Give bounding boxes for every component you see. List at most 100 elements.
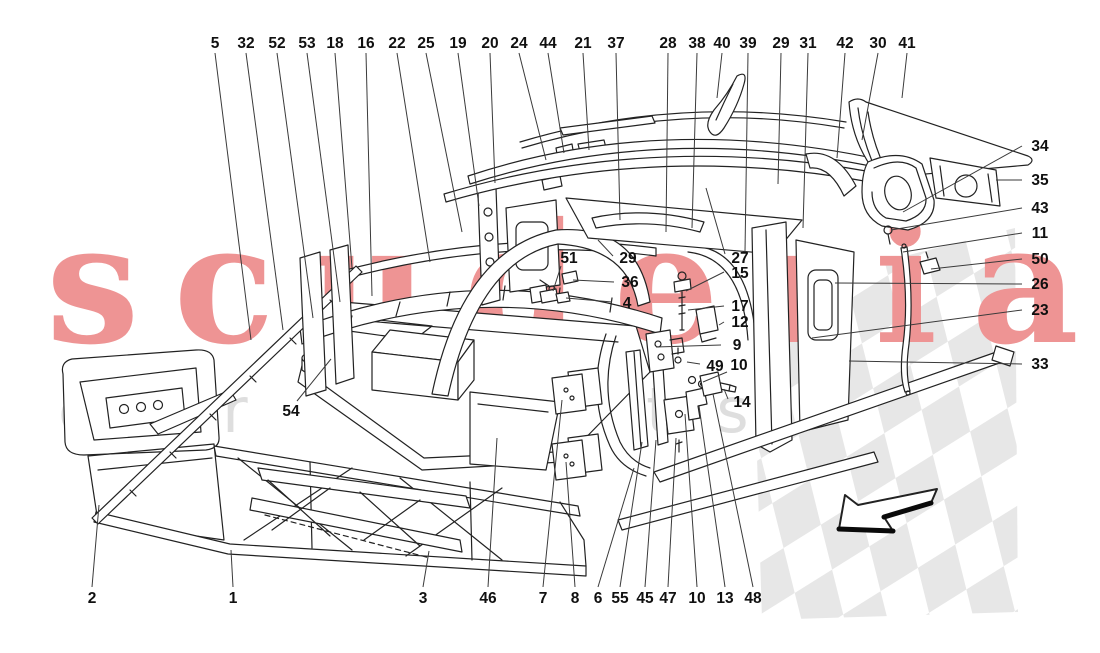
- part-number-20: 20: [481, 35, 498, 52]
- part-number-36: 36: [621, 274, 639, 291]
- part-number-17: 17: [731, 298, 748, 315]
- small-parts-cluster: [539, 270, 737, 481]
- leader-line-1: [230, 549, 234, 588]
- leader-line-13: [698, 405, 726, 588]
- corner-bracket-detail: [715, 83, 734, 121]
- part-number-42: 42: [836, 35, 853, 52]
- part-number-4: 4: [623, 295, 632, 312]
- leader-line-46: [487, 437, 498, 588]
- corner-bracket: [707, 73, 746, 136]
- leader-line-27: [705, 187, 726, 255]
- part-number-46: 46: [479, 590, 497, 607]
- leader-line-20: [489, 52, 496, 184]
- part-number-48: 48: [744, 590, 762, 607]
- leader-line-14: [723, 388, 729, 400]
- leader-line-25: [425, 52, 463, 233]
- part-number-7: 7: [539, 590, 548, 607]
- part-number-15: 15: [731, 265, 749, 282]
- part-number-51: 51: [560, 250, 578, 267]
- leader-line-12: [718, 321, 725, 326]
- cowl-beam: [91, 241, 663, 525]
- part-number-13: 13: [716, 590, 734, 607]
- leader-line-50: [930, 258, 1023, 270]
- part-number-47: 47: [659, 590, 676, 607]
- leader-line-9: [655, 344, 722, 348]
- part-number-49: 49: [706, 358, 724, 375]
- leader-line-44: [547, 52, 565, 154]
- leader-line-28: [665, 52, 669, 233]
- part-number-18: 18: [326, 35, 344, 52]
- leader-line-26: [834, 282, 1023, 285]
- leader-line-49: [686, 361, 701, 365]
- part-number-10: 10: [730, 357, 747, 374]
- part-number-3: 3: [419, 590, 428, 607]
- leader-line-38: [691, 52, 698, 229]
- part-number-25: 25: [417, 35, 435, 52]
- part-number-22: 22: [388, 35, 405, 52]
- leader-line-10: [684, 413, 698, 588]
- leader-line-31: [802, 52, 809, 229]
- part-number-24: 24: [510, 35, 528, 52]
- part-number-8: 8: [571, 590, 580, 607]
- part-number-34: 34: [1031, 138, 1049, 155]
- leader-line-21: [582, 52, 590, 151]
- leader-line-17: [687, 305, 725, 311]
- leader-line-47: [667, 437, 677, 588]
- part-number-10: 10: [688, 590, 705, 607]
- leader-line-3: [422, 550, 430, 588]
- part-number-9: 9: [733, 337, 742, 354]
- leader-line-15: [685, 271, 725, 292]
- part-number-37: 37: [607, 35, 624, 52]
- part-number-50: 50: [1031, 251, 1048, 268]
- part-number-54: 54: [282, 403, 300, 420]
- leader-line-45: [644, 439, 657, 588]
- part-number-40: 40: [713, 35, 730, 52]
- leader-line-5: [214, 52, 252, 341]
- part-number-21: 21: [574, 35, 592, 52]
- part-number-32: 32: [237, 35, 254, 52]
- leader-line-52: [276, 52, 314, 319]
- leader-line-34: [902, 145, 1023, 213]
- part-number-38: 38: [688, 35, 706, 52]
- leader-line-30: [861, 52, 879, 141]
- front-subframe: [61, 349, 237, 541]
- part-number-26: 26: [1031, 276, 1049, 293]
- part-number-39: 39: [739, 35, 757, 52]
- part-number-52: 52: [268, 35, 285, 52]
- leader-line-41: [901, 52, 908, 99]
- chassis-lattice: [93, 445, 587, 577]
- part-number-16: 16: [357, 35, 375, 52]
- direction-arrow-icon: [836, 488, 938, 534]
- leader-line-29: [777, 52, 782, 185]
- leader-line-29: [597, 239, 614, 257]
- leader-line-10: [702, 371, 728, 383]
- part-number-41: 41: [898, 35, 916, 52]
- leader-line-11: [902, 232, 1023, 253]
- leader-line-2: [91, 504, 100, 588]
- part-number-1: 1: [229, 590, 238, 607]
- part-number-53: 53: [298, 35, 316, 52]
- leader-line-51: [552, 265, 562, 292]
- leader-line-24: [518, 52, 547, 161]
- leader-line-39: [744, 52, 749, 253]
- part-number-11: 11: [1032, 225, 1049, 242]
- sill-rails: [617, 345, 1015, 531]
- leader-line-53: [306, 52, 341, 303]
- part-number-29: 29: [772, 35, 790, 52]
- part-number-2: 2: [88, 590, 97, 607]
- part-number-43: 43: [1031, 200, 1049, 217]
- leader-line-48: [712, 393, 754, 588]
- part-number-35: 35: [1031, 172, 1049, 189]
- leader-line-19: [457, 52, 480, 207]
- body-parts-line-art: [61, 73, 1033, 577]
- part-number-5: 5: [211, 35, 220, 52]
- leader-line-55: [619, 441, 643, 588]
- leader-line-16: [365, 52, 373, 297]
- part-number-44: 44: [539, 35, 557, 52]
- part-number-29: 29: [619, 250, 637, 267]
- part-number-14: 14: [733, 394, 751, 411]
- leader-line-42: [836, 52, 846, 159]
- part-number-23: 23: [1031, 302, 1049, 319]
